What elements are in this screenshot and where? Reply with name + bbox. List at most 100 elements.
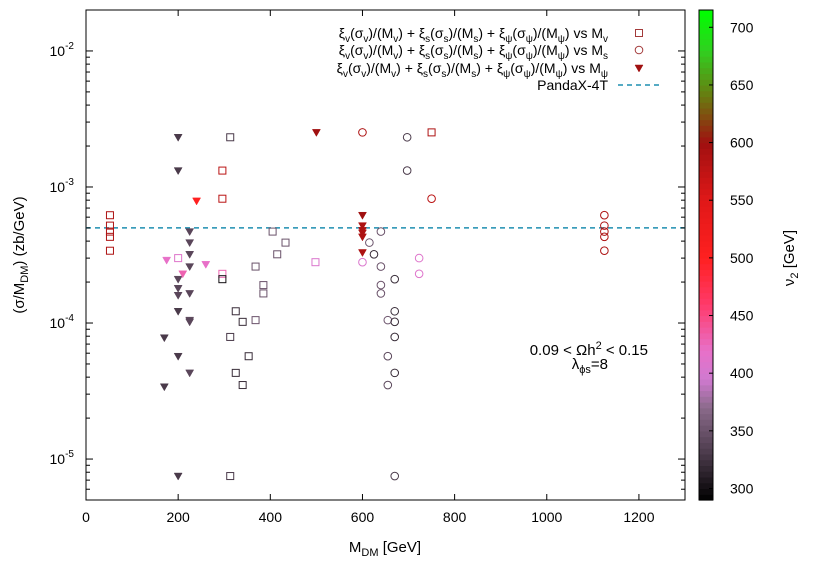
colorbar-band	[699, 234, 713, 242]
triangle-data-point	[173, 285, 183, 293]
colorbar-band	[699, 188, 713, 196]
triangle-data-point	[358, 222, 367, 231]
colorbar-tick-label: 600	[730, 135, 754, 151]
square-data-point	[218, 275, 227, 284]
circle-data-point	[358, 128, 367, 137]
colorbar-band	[699, 448, 713, 455]
colorbar-band	[699, 350, 713, 357]
colorbar-band	[699, 27, 713, 34]
square-data-point	[231, 368, 240, 377]
colorbar-band	[699, 367, 713, 374]
colorbar-band	[699, 459, 713, 467]
circle-data-point	[383, 351, 393, 361]
triangle-data-point	[358, 211, 367, 220]
circle-data-point	[402, 166, 412, 175]
circle-data-point	[600, 246, 609, 256]
colorbar-band	[699, 315, 713, 322]
colorbar-band	[699, 108, 713, 115]
colorbar-band	[699, 321, 713, 328]
circle-data-point	[376, 280, 386, 290]
circle-data-point	[600, 210, 609, 220]
triangle-data-point	[185, 228, 195, 237]
circle-data-point	[390, 317, 400, 327]
triangle-data-point	[173, 291, 183, 300]
colorbar-band	[699, 50, 713, 57]
x-tick-label: 1000	[531, 509, 562, 525]
colorbar-band	[699, 229, 713, 236]
circle-data-point	[414, 253, 424, 263]
colorbar-band	[699, 252, 713, 259]
colorbar-tick-label: 400	[730, 365, 754, 381]
colorbar-band	[699, 33, 713, 40]
colorbar-band	[699, 159, 713, 167]
circle-data-point	[600, 221, 609, 230]
colorbar-band	[699, 90, 713, 98]
x-tick-label: 400	[259, 509, 283, 525]
colorbar-band	[699, 102, 713, 109]
colorbar-band	[699, 246, 713, 253]
triangle-data-point	[192, 197, 202, 206]
triangle-data-point	[185, 318, 195, 327]
circle-data-point	[376, 289, 386, 298]
circle-data-point	[390, 471, 400, 481]
square-data-point	[251, 316, 260, 325]
triangle-data-point	[185, 369, 195, 378]
triangle-data-point	[173, 134, 183, 142]
circle-data-point	[414, 269, 424, 279]
triangle-data-point	[173, 472, 183, 481]
circle-data-point	[427, 194, 436, 204]
square-data-point	[251, 262, 260, 271]
circle-data-point	[358, 257, 367, 267]
square-data-point	[238, 317, 247, 326]
x-tick-label: 1200	[623, 509, 654, 525]
triangle-data-point	[185, 263, 195, 272]
square-data-point	[105, 221, 114, 230]
triangle-data-point	[159, 334, 169, 343]
colorbar-band	[699, 119, 713, 126]
colorbar-band	[699, 332, 713, 340]
triangle-data-point	[358, 249, 367, 257]
square-data-point	[427, 128, 436, 137]
square-data-point	[268, 227, 277, 236]
triangle-data-point	[178, 270, 188, 279]
colorbar-band	[699, 373, 713, 380]
colorbar-band	[699, 327, 713, 334]
square-data-point	[105, 227, 114, 236]
colorbar-band	[699, 488, 713, 495]
colorbar-band	[699, 355, 713, 363]
legend-triangle-marker	[634, 64, 644, 73]
colorbar-band	[699, 436, 713, 443]
colorbar-band	[699, 430, 713, 438]
triangle-data-point	[162, 256, 172, 265]
colorbar-band	[699, 79, 713, 86]
square-data-point	[226, 133, 235, 142]
colorbar-band	[699, 453, 713, 461]
legend-entry-label: PandaX-4T	[537, 77, 608, 93]
colorbar-band	[699, 200, 713, 207]
x-tick-label: 600	[351, 509, 375, 525]
colorbar-label: ν2 [GeV]	[781, 230, 801, 286]
annotation-relic-density: 0.09 < Ωh2 < 0.15	[530, 340, 648, 359]
legend-entry-label: ξv​(σv​)/(Mv​) + ξs​(σs​)/(Ms​) + ξψ​(σψ…	[339, 25, 608, 45]
x-tick-label: 800	[443, 509, 467, 525]
circle-data-point	[383, 315, 393, 325]
colorbar-band	[699, 263, 713, 271]
colorbar-band	[699, 275, 713, 282]
colorbar-band	[699, 223, 713, 230]
colorbar-tick-label: 350	[730, 423, 754, 439]
square-data-point	[218, 194, 227, 203]
plot-frame	[85, 9, 686, 501]
triangle-data-point	[173, 167, 183, 176]
colorbar-band	[699, 442, 713, 449]
colorbar-band	[699, 396, 713, 403]
x-tick-label: 0	[82, 509, 90, 525]
y-tick-label: 10-5	[50, 449, 75, 467]
colorbar-band	[699, 292, 713, 299]
triangle-data-point	[185, 290, 195, 298]
triangle-data-point	[185, 251, 195, 259]
colorbar-band	[699, 136, 713, 144]
square-data-point	[273, 250, 282, 259]
circle-data-point	[390, 306, 400, 316]
